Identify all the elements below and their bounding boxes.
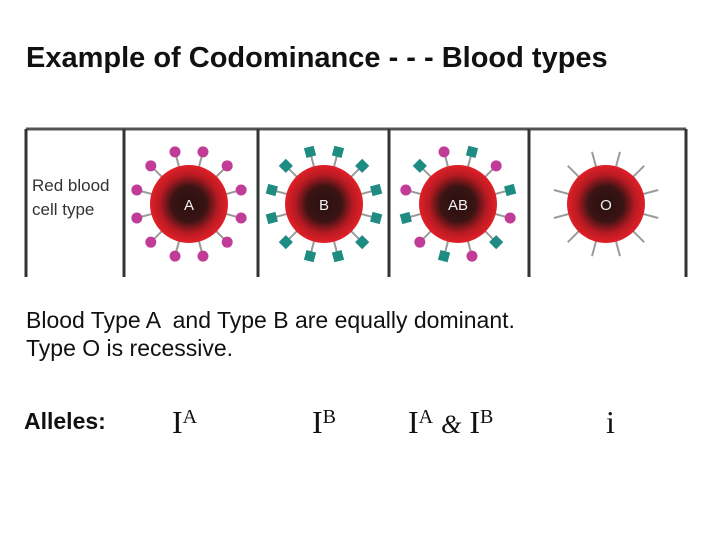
antigen-a-marker bbox=[170, 146, 181, 157]
allele-ab: IA&IB bbox=[408, 404, 493, 441]
antigen-b-marker bbox=[332, 146, 344, 158]
antigen-b-marker bbox=[332, 250, 344, 262]
antigen-b-marker bbox=[304, 146, 316, 158]
antigen-a-marker bbox=[491, 160, 502, 171]
antigen-stalk bbox=[642, 214, 658, 218]
alleles-label: Alleles: bbox=[24, 408, 106, 435]
slide-title: Example of Codominance - - - Blood types bbox=[26, 42, 608, 75]
row-label-line2: cell type bbox=[32, 200, 94, 219]
antigen-a-marker bbox=[505, 212, 516, 223]
antigen-b-marker bbox=[370, 212, 382, 224]
antigen-a-marker bbox=[414, 237, 425, 248]
cell-label: AB bbox=[448, 197, 468, 214]
antigen-stalk bbox=[568, 166, 580, 178]
blood-cell-ab: AB bbox=[400, 146, 517, 263]
antigen-a-marker bbox=[236, 185, 247, 196]
blood-cell-a: A bbox=[131, 146, 246, 261]
cell-label: O bbox=[600, 197, 612, 214]
allele-a: IA bbox=[172, 404, 197, 441]
antigen-stalk bbox=[592, 152, 596, 168]
antigen-stalk bbox=[616, 152, 620, 168]
antigen-a-marker bbox=[222, 237, 233, 248]
antigen-a-marker bbox=[170, 251, 181, 262]
antigen-b-marker bbox=[370, 184, 382, 196]
antigen-stalk bbox=[592, 240, 596, 256]
antigen-b-marker bbox=[266, 212, 278, 224]
blood-cell-o: O bbox=[554, 152, 658, 256]
cell-label: A bbox=[184, 197, 194, 214]
allele-o: i bbox=[606, 404, 615, 441]
antigen-a-marker bbox=[131, 212, 142, 223]
antigen-stalk bbox=[642, 190, 658, 194]
antigen-a-marker bbox=[145, 237, 156, 248]
antigen-stalk bbox=[616, 240, 620, 256]
antigen-a-marker bbox=[222, 160, 233, 171]
antigen-stalk bbox=[568, 230, 580, 242]
antigen-a-marker bbox=[197, 146, 208, 157]
antigen-a-marker bbox=[466, 251, 477, 262]
antigen-stalk bbox=[632, 166, 644, 178]
antigen-b-marker bbox=[466, 146, 478, 158]
cell-label: B bbox=[319, 197, 329, 214]
antigen-a-marker bbox=[197, 251, 208, 262]
row-label-line1: Red blood bbox=[32, 176, 110, 195]
antigen-b-marker bbox=[504, 184, 516, 196]
antigen-a-marker bbox=[236, 212, 247, 223]
antigen-b-marker bbox=[266, 184, 278, 196]
alleles-row: Alleles: IA IB IA&IB i bbox=[0, 404, 720, 454]
antigen-stalk bbox=[632, 230, 644, 242]
body-text: Blood Type A and Type B are equally domi… bbox=[26, 306, 515, 362]
antigen-stalk bbox=[554, 214, 570, 218]
antigen-a-marker bbox=[400, 185, 411, 196]
antigen-a-marker bbox=[439, 146, 450, 157]
antigen-b-marker bbox=[304, 250, 316, 262]
allele-b: IB bbox=[312, 404, 336, 441]
antigen-b-marker bbox=[400, 212, 412, 224]
blood-cell-b: B bbox=[266, 146, 383, 263]
antigen-a-marker bbox=[145, 160, 156, 171]
antigen-b-marker bbox=[438, 250, 450, 262]
body-line-2: Type O is recessive. bbox=[26, 334, 515, 362]
antigen-a-marker bbox=[131, 185, 142, 196]
body-line-1: Blood Type A and Type B are equally domi… bbox=[26, 306, 515, 334]
antigen-stalk bbox=[554, 190, 570, 194]
